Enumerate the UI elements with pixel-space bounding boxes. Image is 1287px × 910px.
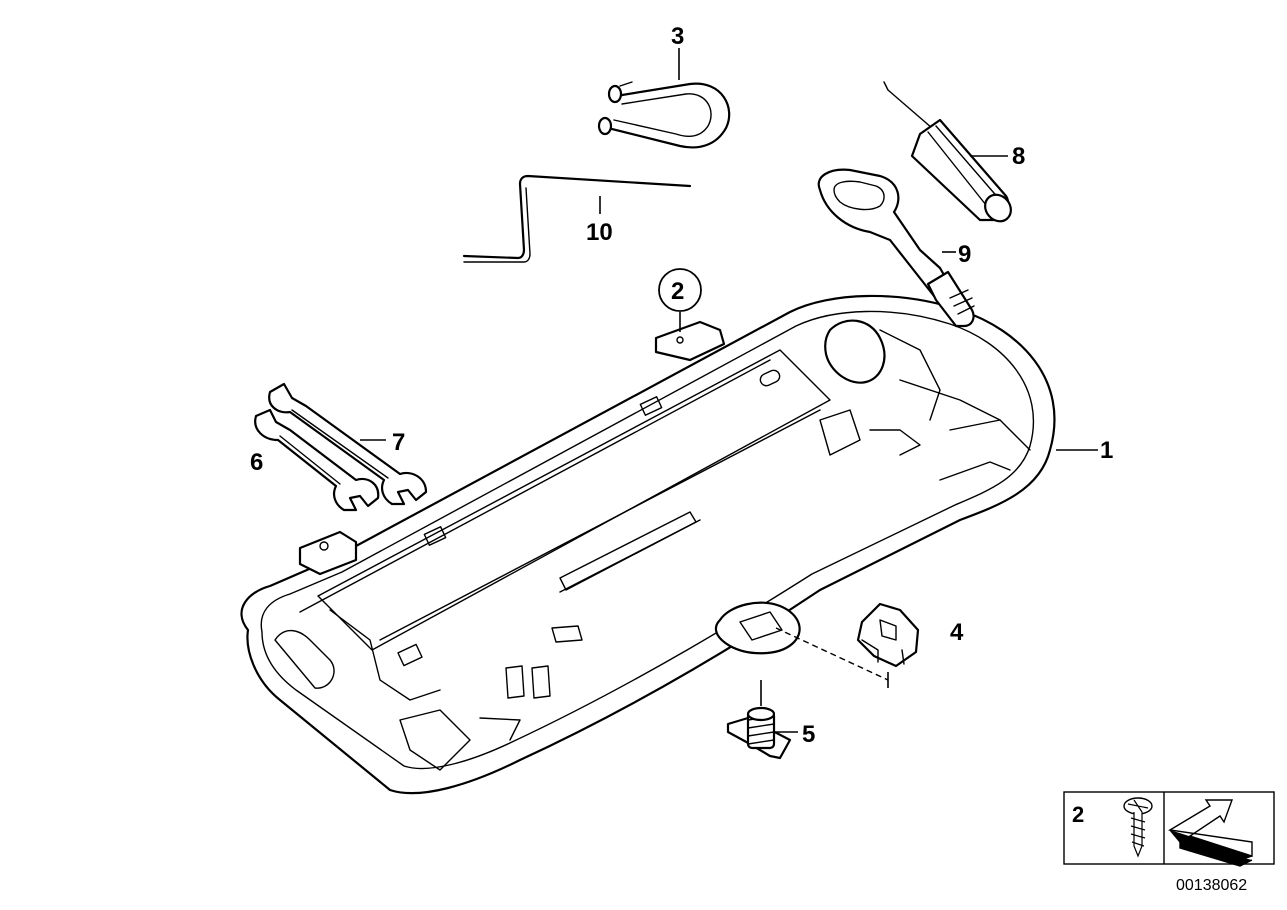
hex-key-part[interactable] [462,174,692,263]
callout-5: 5 [802,721,815,748]
callout-8: 8 [1012,143,1025,170]
callout-9: 9 [958,241,971,268]
callout-4: 4 [950,619,964,646]
callout-2: 2 [671,278,684,305]
callout-7: 7 [392,429,405,456]
wrench-lower-part[interactable] [254,408,380,512]
direction-arrow-icon [1167,799,1253,867]
clip-nut-part[interactable] [856,602,920,668]
callout-2-circle [658,268,702,312]
wrench-upper-part[interactable] [268,382,428,506]
screw-icon [1123,797,1153,858]
legend-part-number: 2 [1072,802,1084,827]
document-id: 00138062 [1176,877,1247,894]
callout-3: 3 [671,23,684,50]
screwdriver-part[interactable] [883,81,1016,226]
wire-clip-part[interactable] [597,81,731,149]
stud-part[interactable] [726,706,792,760]
towing-eye-part[interactable] [817,168,975,328]
callout-10: 10 [586,219,613,246]
tool-tray-part[interactable] [240,294,1056,795]
callout-1: 1 [1100,437,1113,464]
leader-lines [360,48,1098,733]
callout-6: 6 [250,449,263,476]
